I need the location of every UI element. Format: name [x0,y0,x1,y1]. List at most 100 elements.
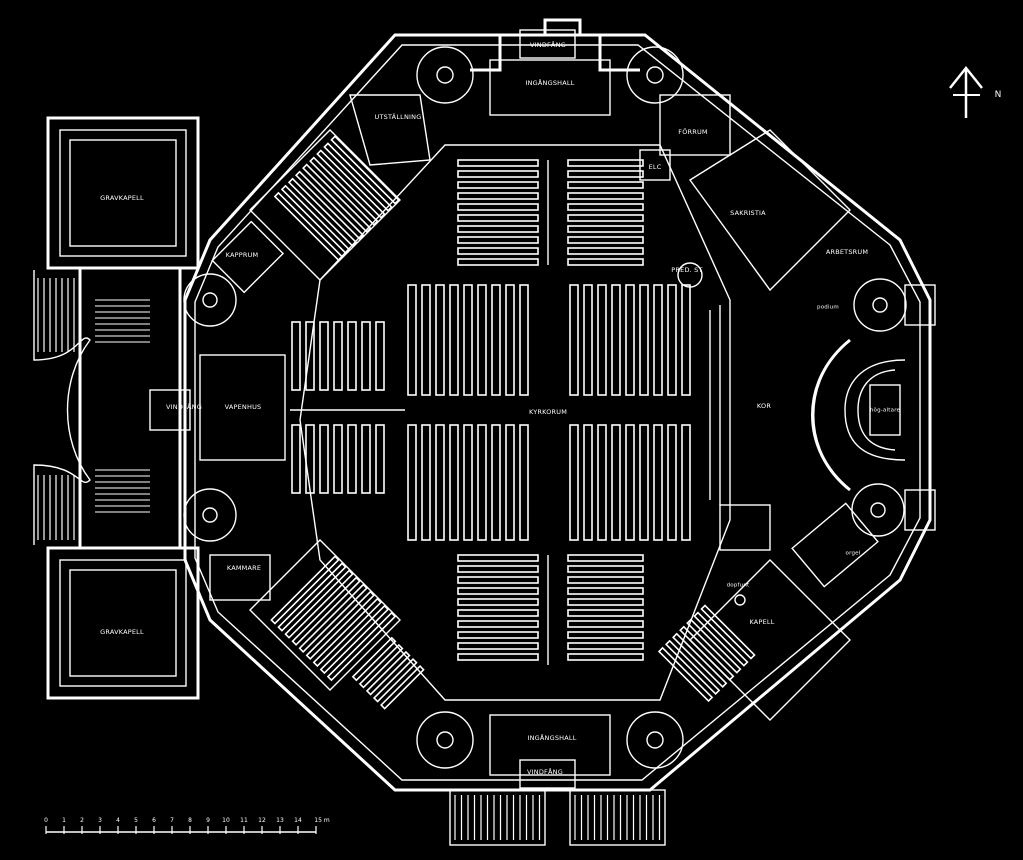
pew [421,284,431,396]
scale-tick-label: 13 [276,817,284,824]
pew [347,424,357,494]
label-kammare: KAMMARE [227,564,261,572]
label-kor: KOR [757,402,771,410]
pew [457,181,539,189]
pew [569,284,579,396]
pew [361,321,371,391]
scale-tick-label: 4 [116,817,120,824]
label-vindfang-south: VINDFÅNG [527,767,563,776]
pew [457,225,539,233]
south-steps-left [454,795,541,840]
pew [435,424,445,541]
pew [457,203,539,211]
pew [302,163,372,233]
pew [449,284,459,396]
pew [597,424,607,541]
pew [639,424,649,541]
pew [679,625,735,681]
pew [457,214,539,222]
pew [519,424,529,541]
pew [567,258,644,266]
scale-tick-label: 10 [222,817,230,824]
pew [681,284,691,396]
pew [583,284,593,396]
scale-tick-label: 0 [44,817,48,824]
pew [319,604,390,675]
pew [567,170,644,178]
pew [491,284,501,396]
pew [330,135,400,205]
pew [653,424,663,541]
pew [319,321,329,391]
scale-tick-label: 11 [240,817,248,824]
pew [639,284,649,396]
pew [567,554,644,562]
pew [375,424,385,494]
scale-tick-label: 9 [206,817,210,824]
pew [358,643,404,689]
pew [421,424,431,541]
nave-aisles [290,160,549,665]
pews [270,135,756,710]
pew [457,598,539,606]
pew [326,611,397,682]
pew [693,611,749,667]
pew [567,225,644,233]
pew [457,554,539,562]
scale-tick-label: 2 [80,817,84,824]
pew [270,555,340,625]
pew [380,665,425,710]
pew [457,159,539,167]
pew [672,632,728,688]
pew [291,321,301,391]
pew [567,642,644,650]
pew [287,177,358,248]
pew [583,424,593,541]
pew [351,636,397,682]
pew [457,576,539,584]
pew [273,191,344,262]
pew [361,424,371,494]
pew [569,424,579,541]
pew [319,424,329,494]
south-steps-right [574,795,661,840]
pew [667,284,677,396]
scale-tick-label: 14 [294,817,302,824]
label-gravkapell-south: GRAVKAPELL [100,628,144,636]
pew [372,657,418,703]
pew [457,565,539,573]
label-kapell: KAPELL [749,618,774,626]
pew [567,192,644,200]
pew [316,149,386,219]
pew [505,284,515,396]
pew [457,236,539,244]
pew [457,642,539,650]
pew [280,184,351,255]
north-entrance [416,18,684,116]
pew [477,424,487,541]
label-dopfunt: dopfunt [727,583,750,589]
pew [305,321,315,391]
pew [457,620,539,628]
label-gravkapell-north: GRAVKAPELL [100,194,144,202]
west-steps-bottom [37,469,150,540]
pew [567,631,644,639]
pew [625,284,635,396]
pew [567,598,644,606]
label-vapenhus: VAPENHUS [225,403,262,411]
pew [477,284,487,396]
pew [365,650,411,696]
pew [305,424,315,494]
pew [567,587,644,595]
pew [653,284,663,396]
pew [681,424,691,541]
pew [611,424,621,541]
pew [277,562,347,632]
pew [449,424,459,541]
pew [686,618,742,674]
pew [435,284,445,396]
pew [667,424,677,541]
pew [700,604,756,660]
